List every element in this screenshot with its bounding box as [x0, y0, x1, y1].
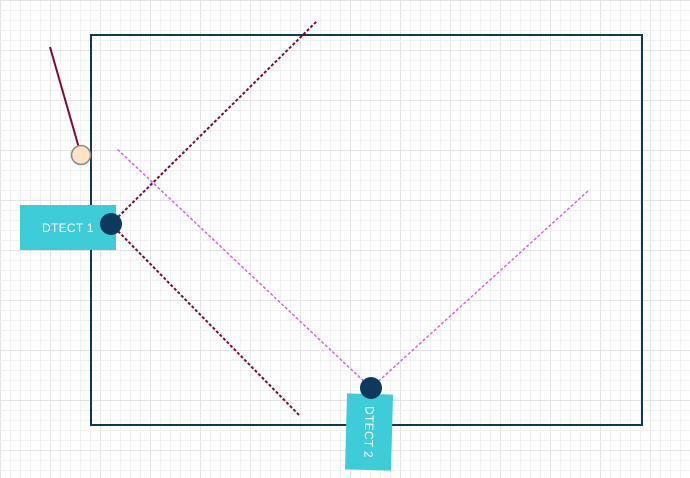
detector-2-beam-edge-right	[370, 190, 589, 389]
circle-handle-icon[interactable]	[70, 144, 92, 166]
rotation-handle-arm	[49, 46, 80, 149]
detector-2-label[interactable]: DTECT 2	[345, 393, 393, 471]
detector-2-label-text: DTECT 2	[361, 405, 377, 459]
detector-1-dot-icon[interactable]	[100, 213, 122, 235]
detector-1-label[interactable]: DTECT 1	[20, 205, 116, 250]
detector-2-dot-icon[interactable]	[360, 377, 382, 399]
detector-1-beam-edge-upper	[110, 20, 318, 225]
detector-2-beam-edge-left	[115, 147, 372, 389]
detector-1-label-text: DTECT 1	[42, 220, 94, 235]
